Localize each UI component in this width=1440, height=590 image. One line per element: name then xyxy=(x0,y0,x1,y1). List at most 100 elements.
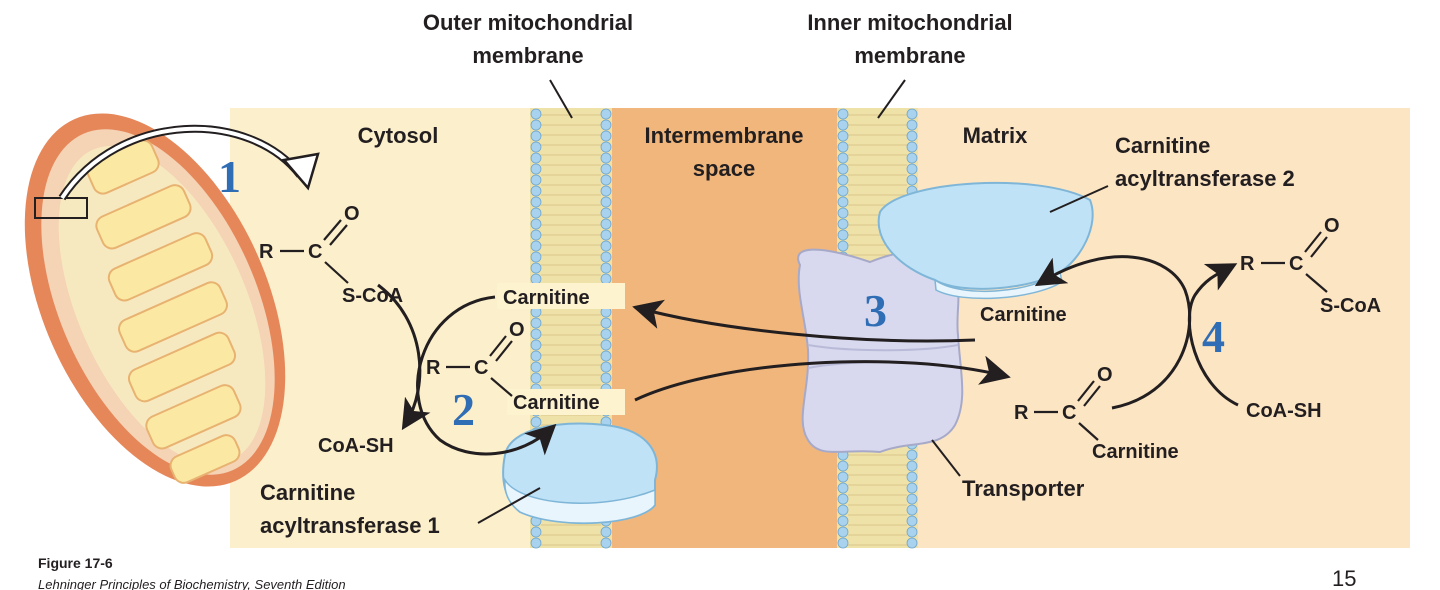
svg-text:O: O xyxy=(344,203,360,225)
page-number: 15 xyxy=(1332,566,1356,590)
lipid-head xyxy=(906,537,918,549)
carnitine-acyltransferase-1-enzyme xyxy=(502,422,658,525)
lipid-head xyxy=(906,152,918,164)
svg-text:R: R xyxy=(259,241,274,263)
lipid-head xyxy=(600,130,612,142)
lipid-head xyxy=(530,130,542,142)
matrix-label: Matrix xyxy=(963,123,1029,148)
lipid-head xyxy=(837,471,849,483)
inner-membrane-pointer xyxy=(877,79,906,119)
svg-text:Carnitine: Carnitine xyxy=(1092,441,1179,463)
step-2-number: 2 xyxy=(452,384,475,435)
lipid-head xyxy=(600,317,612,329)
lipid-head xyxy=(600,251,612,263)
transporter xyxy=(797,248,964,454)
zoom-box xyxy=(34,197,88,219)
lipid-head xyxy=(530,163,542,175)
cat1-label-line2: acyltransferase 1 xyxy=(260,513,440,538)
lipid-head xyxy=(906,504,918,516)
lipid-head xyxy=(600,108,612,120)
lipid-head xyxy=(906,108,918,120)
lipid-head xyxy=(837,119,849,131)
intermembrane-label-line1: Intermembrane xyxy=(645,123,804,148)
lipid-head xyxy=(530,350,542,362)
lipid-head xyxy=(530,537,542,549)
step-2-arrow-carnitine-to-enzyme xyxy=(416,295,557,456)
lipid-head xyxy=(906,174,918,186)
lipid-head xyxy=(600,141,612,153)
svg-text:C: C xyxy=(1289,253,1303,275)
carnitine-matrix-label: Carnitine xyxy=(980,304,1067,326)
transporter-pointer xyxy=(931,439,961,477)
lipid-head xyxy=(837,515,849,527)
outer-membrane-pointer xyxy=(549,79,573,119)
lipid-head xyxy=(600,119,612,131)
lipid-head xyxy=(906,482,918,494)
acyl-carnitine-matrix: R C O Carnitine xyxy=(1014,364,1179,463)
lipid-head xyxy=(837,460,849,472)
lipid-head xyxy=(837,240,849,252)
lipid-head xyxy=(906,515,918,527)
fatty-acyl-coa-cytosol: R C O S-CoA xyxy=(259,203,403,307)
intermembrane-label-line2: space xyxy=(693,156,755,181)
lipid-head xyxy=(600,152,612,164)
lipid-head xyxy=(530,207,542,219)
transport-arrow-carnitine-out xyxy=(632,299,976,343)
lipid-head xyxy=(600,218,612,230)
inner-membrane-label-line2: membrane xyxy=(854,43,965,68)
lipid-head xyxy=(837,163,849,175)
lipid-head xyxy=(837,152,849,164)
lipid-head xyxy=(530,317,542,329)
lipid-head xyxy=(600,339,612,351)
lipid-head xyxy=(600,350,612,362)
lipid-head xyxy=(530,262,542,274)
lipid-head xyxy=(600,372,612,384)
lipid-head xyxy=(837,174,849,186)
lipid-head xyxy=(837,185,849,197)
outer-membrane-label-line1: Outer mitochondrial xyxy=(423,10,633,35)
lipid-head xyxy=(600,328,612,340)
lipid-head xyxy=(600,196,612,208)
lipid-head xyxy=(530,273,542,285)
step-2-arrow-acyl-coa-to-coa-sh xyxy=(377,283,431,431)
lipid-head xyxy=(906,130,918,142)
lipid-head xyxy=(837,218,849,230)
svg-text:C: C xyxy=(1062,402,1076,424)
lipid-head xyxy=(837,141,849,153)
svg-text:R: R xyxy=(1014,402,1029,424)
lipid-head xyxy=(530,229,542,241)
lipid-head xyxy=(837,526,849,538)
svg-text:C: C xyxy=(308,241,322,263)
inner-membrane-label-line1: Inner mitochondrial xyxy=(807,10,1012,35)
step-4-arrow-acyl-carnitine-to-carnitine xyxy=(1034,255,1192,410)
cat1-label-line1: Carnitine xyxy=(260,480,355,505)
cat1-pointer xyxy=(477,487,541,524)
lipid-head xyxy=(530,174,542,186)
carnitine-top-label: Carnitine xyxy=(503,287,590,309)
lipid-head xyxy=(906,493,918,505)
cat2-label-line2: acyltransferase 2 xyxy=(1115,166,1295,191)
lipid-head xyxy=(837,207,849,219)
lipid-head xyxy=(530,372,542,384)
lipid-head xyxy=(600,361,612,373)
lipid-head xyxy=(906,141,918,153)
lipid-head xyxy=(600,262,612,274)
acyl-carnitine-outer-membrane: R C O Carnitine xyxy=(426,319,600,414)
step-1-number: 1 xyxy=(218,151,241,202)
lipid-head xyxy=(530,218,542,230)
svg-text:O: O xyxy=(1324,215,1340,237)
outer-membrane-label-line2: membrane xyxy=(472,43,583,68)
mitochondrion-illustration xyxy=(24,113,320,487)
lipid-head xyxy=(600,526,612,538)
lipid-head xyxy=(837,108,849,120)
coa-sh-cytosol: CoA-SH xyxy=(318,435,394,457)
step-3-number: 3 xyxy=(864,285,887,336)
lipid-head xyxy=(530,185,542,197)
lipid-head xyxy=(530,152,542,164)
lipid-head xyxy=(837,482,849,494)
lipid-head xyxy=(837,229,849,241)
lipid-head xyxy=(530,328,542,340)
svg-text:S-CoA: S-CoA xyxy=(342,285,403,307)
figure-number: Figure 17-6 xyxy=(38,555,113,571)
